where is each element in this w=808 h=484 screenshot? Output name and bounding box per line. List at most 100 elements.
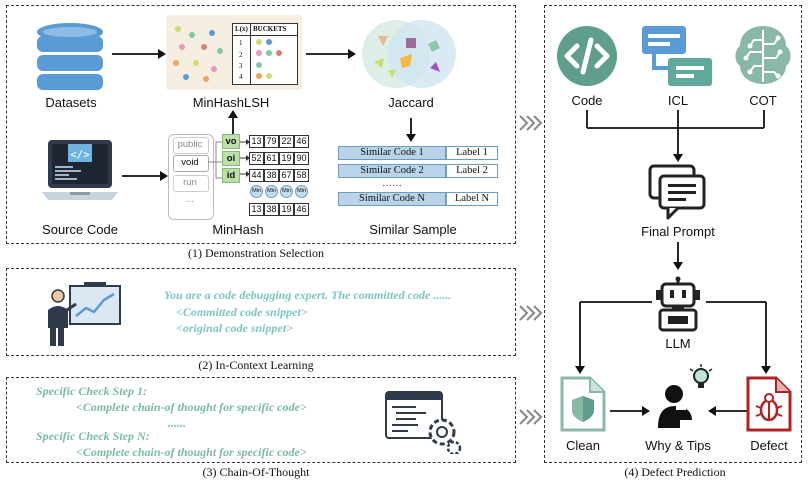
lsh-row-label: 4 <box>239 73 243 81</box>
clean-document-icon <box>560 376 606 432</box>
icl-caption: (2) In-Context Learning <box>198 358 314 372</box>
keyword-box <box>173 155 209 172</box>
hash-cell: 52 <box>249 152 264 165</box>
icl-label: ICL <box>667 93 689 108</box>
similar-row: Similar Code 2 Label 2 <box>338 164 498 178</box>
hash-cell: 44 <box>249 169 264 182</box>
lsh-col1-header: L(x) <box>235 25 248 33</box>
hash-cell: 79 <box>264 135 279 148</box>
code-icon <box>557 26 617 86</box>
presentation-icon <box>48 282 121 346</box>
similar-sample-label: Similar Sample <box>369 222 457 237</box>
similar-row: Similar Code 1 Label 1 <box>338 146 498 160</box>
svg-text:</>: </> <box>70 148 90 161</box>
why-tips-label: Why & Tips <box>645 438 711 453</box>
final-prompt-label: Final Prompt <box>641 224 715 239</box>
keyword-box <box>173 137 209 154</box>
arrow-defect-to-why <box>708 406 748 416</box>
hash-cell: 61 <box>264 152 279 165</box>
lsh-divider-v <box>250 24 251 84</box>
hash-cell: 13 <box>249 135 264 148</box>
minhashlsh-label: MinHashLSH <box>192 95 270 110</box>
minhashlsh-graphic: L(x) BUCKETS 1 2 3 4 <box>166 15 302 90</box>
cot-label: COT <box>749 93 777 108</box>
cot-step-n-detail: <Complete chain-of thought for specific … <box>76 445 307 459</box>
cot-caption: (3) Chain-Of-Thought <box>202 465 310 479</box>
keyword-void: void <box>181 157 199 168</box>
scatter-dots-icon <box>173 26 223 82</box>
lsh-col2-header: BUCKETS <box>253 25 287 33</box>
lsh-row-label: 1 <box>239 39 243 47</box>
min-cell: 13 <box>249 203 264 216</box>
defect-prediction-panel <box>544 5 802 463</box>
token-vo: vo <box>222 134 240 149</box>
min-cell: 19 <box>279 203 294 216</box>
defect-label: Defect <box>750 438 788 453</box>
cot-panel <box>6 377 516 463</box>
lsh-divider-h <box>233 35 297 36</box>
llm-label: LLM <box>665 336 691 351</box>
defect-document-icon <box>746 376 792 432</box>
code-label: Code <box>571 93 603 108</box>
source-code-label: Source Code <box>42 222 118 237</box>
code-settings-icon <box>385 391 462 454</box>
arrow-lsh-to-jaccard <box>306 49 356 59</box>
arrow-jaccard-to-similar <box>406 118 416 142</box>
icl-line-1: You are a code debugging expert. The com… <box>164 288 452 302</box>
demonstration-selection-panel <box>6 5 516 244</box>
clean-label: Clean <box>566 438 600 453</box>
arrow-prompt-to-llm <box>673 242 683 270</box>
hash-arrows <box>240 139 250 177</box>
similar-label-cell: Label 1 <box>446 146 498 160</box>
similar-row: Similar Code N Label N <box>338 192 498 206</box>
brain-circuit-icon <box>735 26 791 84</box>
icl-panel <box>6 268 516 356</box>
hash-cell: 19 <box>279 152 294 165</box>
hash-cell: 38 <box>264 169 279 182</box>
cot-step-1-detail: <Complete chain-of thought for specific … <box>76 400 307 414</box>
token-id: id <box>222 168 240 183</box>
min-node: Min <box>280 185 293 198</box>
defect-prediction-caption: (4) Defect Prediction <box>624 465 726 479</box>
chevron-right-icon <box>519 409 543 425</box>
demonstration-selection-caption: (1) Demonstration Selection <box>188 246 324 260</box>
keyword-run: run <box>183 177 197 188</box>
token-oi: oi <box>222 151 240 166</box>
minhash-label: MinHash <box>212 222 264 237</box>
lsh-row-label: 3 <box>239 62 243 70</box>
icl-line-2: <Committed code snippet> <box>176 305 308 319</box>
lightbulb-icon <box>689 364 713 388</box>
min-node: Min <box>250 185 263 198</box>
cot-dots: ...... <box>168 416 186 430</box>
icl-chat-icon <box>642 26 712 86</box>
keyword-public: public <box>177 139 203 150</box>
cot-step-1: Specific Check Step 1: <box>36 384 147 398</box>
bucket-dots <box>256 39 282 79</box>
prompt-chat-icon <box>648 164 706 220</box>
keyword-box <box>173 175 209 192</box>
chevron-right-icon <box>519 305 543 321</box>
llm-branch-connector <box>575 301 771 374</box>
arrow-clean-to-why <box>610 406 650 416</box>
thinking-person-icon <box>658 385 692 428</box>
similar-code-cell: Similar Code 2 <box>338 164 446 178</box>
keyword-more: ... <box>186 194 194 205</box>
min-node: Min <box>295 185 308 198</box>
lsh-row-label: 2 <box>239 51 243 59</box>
similar-code-cell: Similar Code N <box>338 192 446 206</box>
cot-step-n: Specific Check Step N: <box>36 429 150 443</box>
similar-code-cell: Similar Code 1 <box>338 146 446 160</box>
min-node: Min <box>265 185 278 198</box>
min-cell: 38 <box>264 203 279 216</box>
min-cell: 46 <box>294 203 309 216</box>
hash-cell: 90 <box>294 152 309 165</box>
icl-line-3: <original code snippet> <box>176 321 294 335</box>
lsh-table: L(x) BUCKETS 1 2 3 4 <box>232 23 298 85</box>
token-connectors <box>208 141 222 179</box>
merge-connector <box>586 110 765 162</box>
hash-cell: 58 <box>294 169 309 182</box>
jaccard-venn-icon <box>362 20 456 88</box>
similar-ellipsis: …… <box>382 178 402 189</box>
similar-label-cell: Label 2 <box>446 164 498 178</box>
database-icon <box>37 23 103 90</box>
